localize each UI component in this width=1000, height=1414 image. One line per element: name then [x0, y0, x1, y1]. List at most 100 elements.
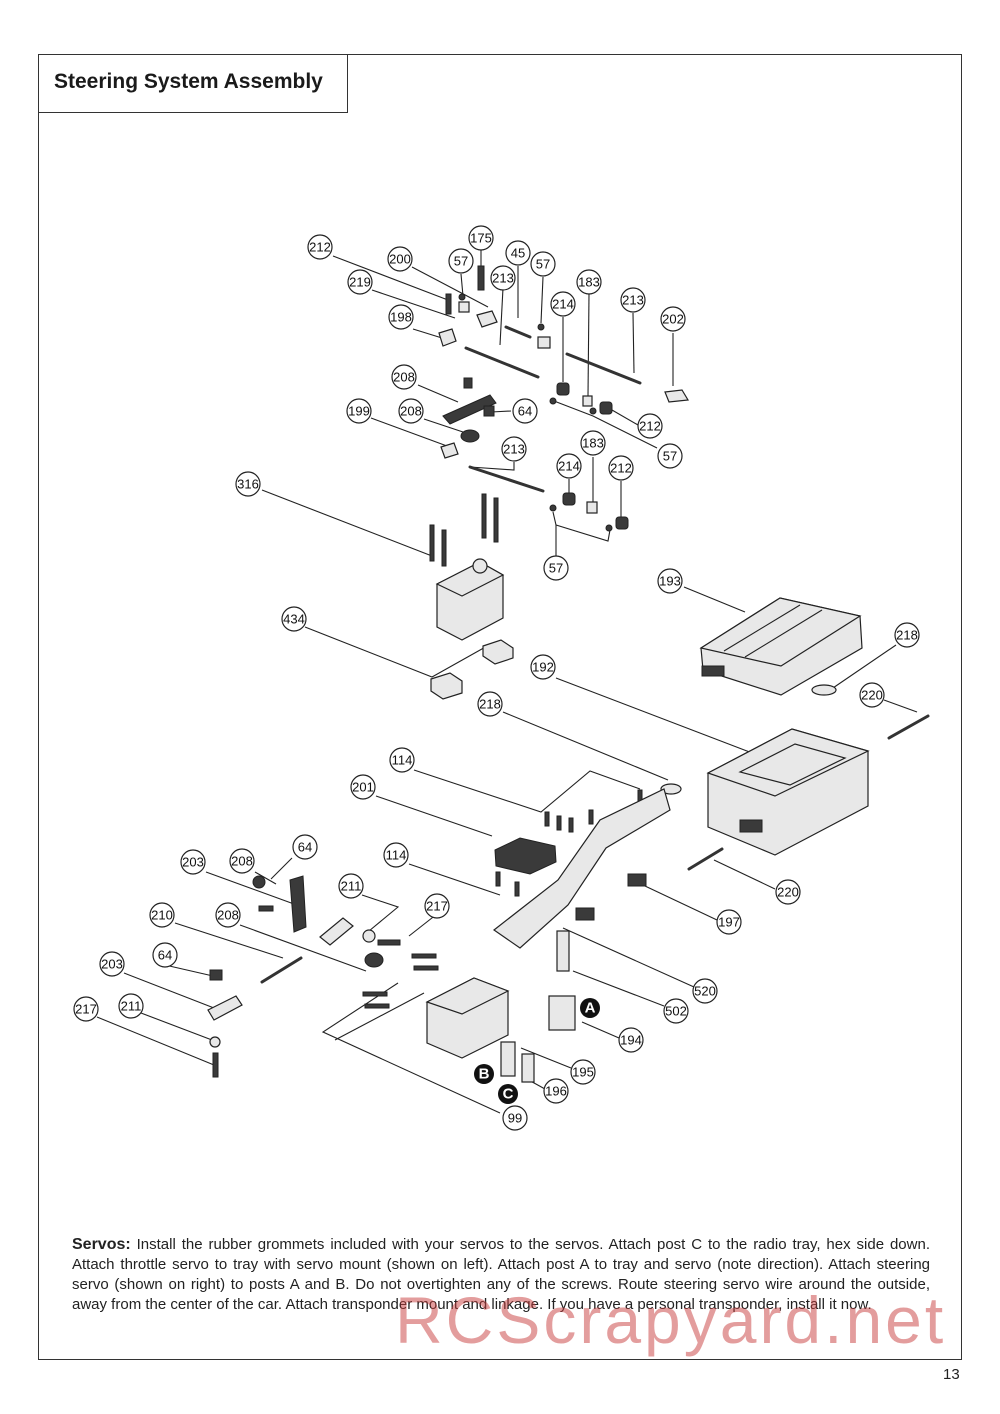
- svg-text:114: 114: [392, 753, 413, 768]
- callout: 203: [99, 951, 125, 977]
- callout: 198: [388, 304, 414, 330]
- svg-text:200: 200: [389, 252, 411, 267]
- callout: 213: [501, 436, 527, 462]
- svg-text:213: 213: [622, 293, 644, 308]
- shaft-202: [664, 389, 689, 403]
- svg-text:502: 502: [665, 1004, 687, 1019]
- post-letter-b: B: [474, 1064, 494, 1084]
- callout: 114: [389, 747, 415, 773]
- callout: 57: [530, 251, 556, 277]
- svg-text:183: 183: [582, 436, 604, 451]
- clip-218-top: [811, 684, 837, 696]
- nut-64-left: [252, 875, 266, 889]
- bearing-214-a: [556, 382, 570, 396]
- callout: 316: [235, 471, 261, 497]
- callout: 64: [292, 834, 318, 860]
- receiver-box-interior: [738, 743, 847, 786]
- bearing-212-b: [615, 516, 629, 530]
- transponder-mount-201: [494, 837, 557, 875]
- callout: 183: [580, 430, 606, 456]
- ball-57-b: [537, 323, 545, 331]
- svg-text:57: 57: [663, 449, 677, 464]
- svg-text:197: 197: [718, 915, 740, 930]
- ball-57-e: [549, 504, 557, 512]
- svg-text:211: 211: [121, 999, 142, 1014]
- svg-text:208: 208: [231, 854, 253, 869]
- svg-text:193: 193: [659, 574, 681, 589]
- svg-text:201: 201: [352, 780, 374, 795]
- svg-text:520: 520: [694, 984, 716, 999]
- svg-text:B: B: [479, 1066, 490, 1083]
- svg-text:203: 203: [101, 957, 123, 972]
- nut-64: [483, 405, 495, 417]
- svg-text:212: 212: [309, 240, 331, 255]
- mount-197-a: [627, 873, 647, 887]
- ball-57-a: [458, 293, 466, 301]
- rod-213-upper-left: [464, 346, 540, 379]
- nut-219: [458, 301, 470, 313]
- svg-text:198: 198: [390, 310, 412, 325]
- servo-horn-208: [442, 394, 497, 425]
- svg-text:217: 217: [75, 1002, 97, 1017]
- svg-text:220: 220: [777, 885, 799, 900]
- callout: 196: [543, 1078, 569, 1104]
- callout: 210: [149, 902, 175, 928]
- callout: 200: [387, 246, 413, 272]
- callout: 218: [477, 691, 503, 717]
- screw-99-a: [411, 953, 437, 959]
- callout: 220: [775, 879, 801, 905]
- screw-99-d: [364, 1003, 390, 1009]
- screw-175: [477, 265, 485, 291]
- svg-text:212: 212: [610, 461, 632, 476]
- screw-99-b: [413, 965, 439, 971]
- screw-212: [445, 293, 452, 315]
- svg-text:C: C: [503, 1086, 514, 1103]
- screw-316-d: [493, 497, 499, 543]
- screw-316-a: [429, 524, 435, 562]
- callout: 192: [530, 654, 556, 680]
- exploded-diagram: A B C 212 219 200 57 175 213 45 57 214 1…: [73, 225, 930, 1131]
- svg-text:212: 212: [639, 419, 661, 434]
- svg-text:213: 213: [492, 271, 514, 286]
- svg-text:64: 64: [518, 404, 532, 419]
- bearing-212-a: [599, 401, 613, 415]
- post-letter-a: A: [580, 998, 600, 1018]
- callout: 175: [468, 225, 494, 251]
- saver-208-left: [364, 952, 384, 968]
- parts: [207, 265, 930, 1083]
- post-letter-c: C: [498, 1084, 518, 1104]
- svg-text:208: 208: [393, 370, 415, 385]
- rod-45: [504, 325, 532, 339]
- servo-output: [472, 558, 488, 574]
- page-frame: [38, 54, 962, 1360]
- svg-text:208: 208: [400, 404, 422, 419]
- callout: 214: [550, 291, 576, 317]
- svg-text:A: A: [585, 1000, 596, 1017]
- svg-text:203: 203: [182, 855, 204, 870]
- block-199: [440, 442, 459, 459]
- svg-text:183: 183: [578, 275, 600, 290]
- callout: 214: [556, 453, 582, 479]
- lid-tab: [701, 665, 725, 677]
- svg-text:64: 64: [158, 948, 172, 963]
- callout: 57: [448, 248, 474, 274]
- screw-217-lower: [212, 1052, 219, 1078]
- nut-213: [537, 336, 551, 349]
- svg-text:194: 194: [620, 1033, 642, 1048]
- rod-210: [260, 956, 303, 984]
- callout: 520: [692, 978, 718, 1004]
- callout: 194: [618, 1027, 644, 1053]
- callout: 212: [608, 455, 634, 481]
- callout: 114: [383, 842, 409, 868]
- callout: 193: [657, 568, 683, 594]
- svg-text:199: 199: [348, 404, 370, 419]
- post-195: [500, 1041, 516, 1077]
- callout: 45: [505, 240, 531, 266]
- svg-text:213: 213: [503, 442, 525, 457]
- callout: 219: [347, 269, 373, 295]
- svg-text:218: 218: [896, 628, 918, 643]
- callout: 197: [716, 909, 742, 935]
- leader-lines: [96, 250, 918, 1114]
- servo-arm-208: [289, 875, 307, 933]
- spacer-183-a: [582, 395, 593, 407]
